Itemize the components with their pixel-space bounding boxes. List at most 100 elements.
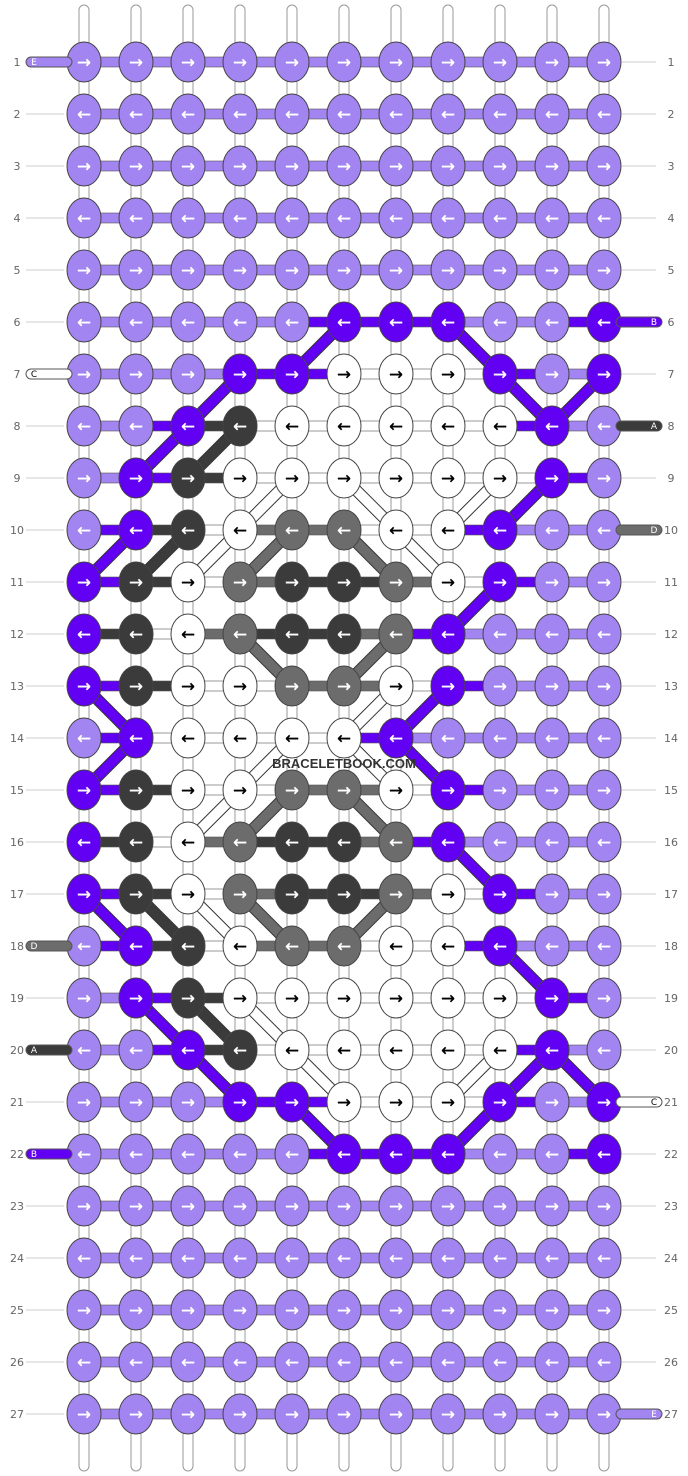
arrow-right-icon: →	[441, 53, 455, 73]
arrow-right-icon: →	[129, 261, 143, 281]
arrow-right-icon: →	[129, 885, 143, 905]
knot	[170, 457, 206, 499]
strand-label-right: C	[651, 1098, 657, 1108]
arrow-left-icon: ←	[181, 105, 195, 125]
knot	[326, 561, 362, 603]
knot	[118, 1081, 154, 1123]
arrow-right-icon: →	[389, 677, 403, 697]
knot	[274, 925, 310, 967]
arrow-right-icon: →	[493, 157, 507, 177]
row-number-right: 24	[664, 1252, 678, 1265]
knot	[378, 509, 414, 551]
arrow-right-icon: →	[493, 469, 507, 489]
arrow-right-icon: →	[181, 469, 195, 489]
knot	[326, 873, 362, 915]
knot	[66, 1393, 102, 1435]
arrow-left-icon: ←	[181, 625, 195, 645]
arrow-right-icon: →	[285, 781, 299, 801]
knot	[534, 249, 570, 291]
arrow-right-icon: →	[233, 781, 247, 801]
arrow-left-icon: ←	[337, 729, 351, 749]
arrow-left-icon: ←	[545, 521, 559, 541]
knot	[482, 145, 518, 187]
arrow-right-icon: →	[441, 1405, 455, 1425]
arrow-right-icon: →	[337, 365, 351, 385]
knot	[274, 1029, 310, 1071]
knot	[274, 977, 310, 1019]
arrow-left-icon: ←	[181, 1249, 195, 1269]
arrow-left-icon: ←	[233, 521, 247, 541]
knot	[118, 1029, 154, 1071]
knot	[222, 1237, 258, 1279]
knot	[482, 1393, 518, 1435]
knot	[378, 821, 414, 863]
arrow-left-icon: ←	[493, 105, 507, 125]
arrow-right-icon: →	[285, 989, 299, 1009]
arrow-right-icon: →	[337, 261, 351, 281]
knot	[326, 249, 362, 291]
arrow-left-icon: ←	[285, 729, 299, 749]
knot	[378, 1133, 414, 1175]
arrow-left-icon: ←	[233, 417, 247, 437]
arrow-right-icon: →	[233, 1301, 247, 1321]
knot	[378, 197, 414, 239]
arrow-right-icon: →	[181, 1197, 195, 1217]
arrow-right-icon: →	[129, 1197, 143, 1217]
arrow-right-icon: →	[337, 469, 351, 489]
arrow-left-icon: ←	[389, 729, 403, 749]
row-number-left: 7	[14, 368, 21, 381]
knot	[534, 1393, 570, 1435]
knot	[534, 1133, 570, 1175]
knot	[170, 1081, 206, 1123]
strand-tab-right	[615, 1408, 663, 1420]
strand-label-left: D	[31, 942, 38, 952]
knot	[118, 249, 154, 291]
arrow-left-icon: ←	[337, 1041, 351, 1061]
arrow-right-icon: →	[493, 1093, 507, 1113]
arrow-left-icon: ←	[233, 313, 247, 333]
row-number-right: 8	[668, 420, 675, 433]
arrow-right-icon: →	[77, 781, 91, 801]
knot	[170, 353, 206, 395]
strand-label-right: E	[651, 1410, 657, 1420]
arrow-left-icon: ←	[129, 1145, 143, 1165]
arrow-left-icon: ←	[493, 1353, 507, 1373]
arrow-left-icon: ←	[597, 1353, 611, 1373]
knot	[430, 821, 466, 863]
arrow-left-icon: ←	[597, 833, 611, 853]
row-number-left: 5	[14, 264, 21, 277]
arrow-right-icon: →	[545, 261, 559, 281]
arrow-right-icon: →	[285, 53, 299, 73]
arrow-left-icon: ←	[337, 521, 351, 541]
arrow-right-icon: →	[493, 989, 507, 1009]
arrow-right-icon: →	[337, 573, 351, 593]
arrow-left-icon: ←	[77, 313, 91, 333]
knot	[378, 1237, 414, 1279]
row-number-left: 13	[10, 680, 24, 693]
knot	[66, 1289, 102, 1331]
strand-tab-right	[615, 316, 663, 328]
knot	[430, 249, 466, 291]
arrow-left-icon: ←	[597, 313, 611, 333]
strand-tab-left	[25, 940, 73, 952]
arrow-left-icon: ←	[597, 1041, 611, 1061]
knot	[482, 873, 518, 915]
arrow-right-icon: →	[233, 157, 247, 177]
row-number-left: 21	[10, 1096, 24, 1109]
arrow-right-icon: →	[77, 677, 91, 697]
arrow-right-icon: →	[597, 885, 611, 905]
knot	[222, 769, 258, 811]
arrow-right-icon: →	[129, 469, 143, 489]
arrow-right-icon: →	[77, 1197, 91, 1217]
knot	[378, 925, 414, 967]
arrow-right-icon: →	[181, 53, 195, 73]
arrow-left-icon: ←	[77, 937, 91, 957]
knot	[378, 873, 414, 915]
row-number-right: 5	[668, 264, 675, 277]
knot	[482, 1237, 518, 1279]
arrow-left-icon: ←	[441, 937, 455, 957]
arrow-left-icon: ←	[233, 937, 247, 957]
arrow-left-icon: ←	[441, 521, 455, 541]
knot	[170, 405, 206, 447]
knot	[430, 41, 466, 83]
